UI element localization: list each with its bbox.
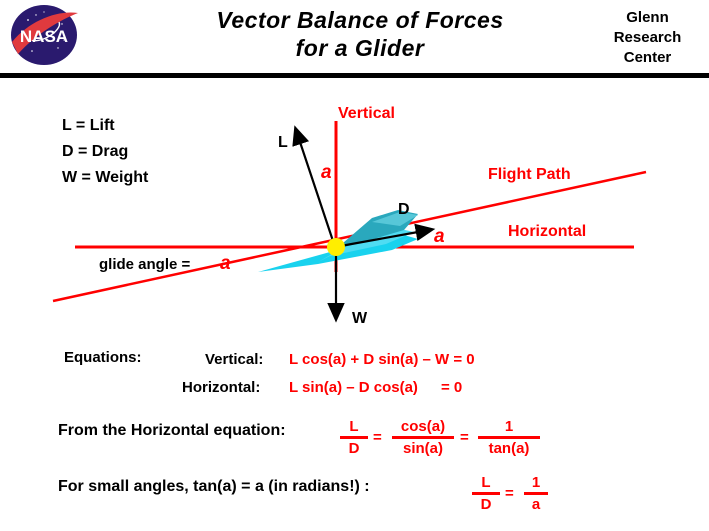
small-angle-text: For small angles, tan(a) = a (in radians… bbox=[58, 478, 370, 495]
legend-item-drag: D = Drag bbox=[62, 143, 129, 160]
fraction-bar bbox=[392, 436, 454, 439]
fraction-denominator: tan(a) bbox=[488, 440, 530, 457]
fraction-numerator: cos(a) bbox=[400, 418, 446, 435]
fraction-bar bbox=[478, 436, 540, 439]
force-legend: L = Lift D = Drag W = Weight bbox=[62, 113, 148, 191]
header-divider bbox=[0, 73, 709, 78]
fraction-one-over-tan: 1 tan(a) bbox=[478, 418, 540, 457]
fraction-bar bbox=[340, 436, 368, 439]
lift-vector-label: L bbox=[278, 134, 288, 151]
horizontal-equation-zero: = 0 bbox=[441, 379, 463, 396]
angle-label-lift: a bbox=[321, 162, 332, 183]
equals-sign-2: = bbox=[460, 429, 469, 446]
fraction-denominator: D bbox=[348, 440, 360, 457]
fraction-cos-over-sin: cos(a) sin(a) bbox=[392, 418, 454, 457]
legend-item-weight: W = Weight bbox=[62, 169, 149, 186]
glide-angle-text: glide angle = bbox=[99, 256, 191, 273]
vertical-equation-body: L cos(a) + D sin(a) – W = 0 bbox=[289, 351, 475, 368]
fraction-l-over-d-2: L D bbox=[472, 474, 500, 513]
fraction-bar bbox=[524, 492, 548, 495]
weight-vector-label: W bbox=[352, 310, 368, 327]
flight-path-line bbox=[52, 170, 647, 303]
vertical-axis-label: Vertical bbox=[338, 105, 395, 122]
equals-sign-1: = bbox=[373, 429, 382, 446]
research-center-name: Glenn Research Center bbox=[590, 8, 705, 68]
from-horizontal-text: From the Horizontal equation: bbox=[58, 422, 286, 439]
fraction-numerator: 1 bbox=[531, 474, 541, 491]
equals-sign-3: = bbox=[505, 485, 514, 502]
center-line-1: Glenn bbox=[626, 9, 669, 26]
center-of-gravity-dot bbox=[327, 238, 345, 256]
title-line-2: for a Glider bbox=[295, 35, 425, 61]
horizontal-axis-label: Horizontal bbox=[508, 223, 587, 240]
fraction-denominator: sin(a) bbox=[402, 440, 443, 457]
angle-label-glide: a bbox=[220, 253, 231, 274]
drag-vector-label: D bbox=[398, 201, 410, 218]
fraction-numerator: L bbox=[481, 474, 491, 491]
vertical-equation-label: Vertical: bbox=[205, 351, 264, 368]
nasa-logo-text: NASA bbox=[20, 27, 68, 46]
drag-vector-arrow bbox=[334, 223, 436, 249]
fraction-denominator: D bbox=[480, 496, 492, 513]
page-title: Vector Balance of Forces for a Glider bbox=[150, 6, 570, 62]
legend-item-lift: L = Lift bbox=[62, 117, 115, 134]
title-line-1: Vector Balance of Forces bbox=[216, 7, 504, 33]
angle-label-drag: a bbox=[434, 226, 445, 247]
center-line-2: Research bbox=[613, 29, 682, 46]
lift-vector-arrow bbox=[292, 125, 337, 248]
center-line-3: Center bbox=[623, 49, 672, 66]
fraction-numerator: L bbox=[349, 418, 359, 435]
fraction-one-over-a: 1 a bbox=[524, 474, 548, 513]
horizontal-equation-body: L sin(a) – D cos(a) bbox=[289, 379, 418, 396]
fraction-l-over-d-1: L D bbox=[340, 418, 368, 457]
fraction-numerator: 1 bbox=[504, 418, 514, 435]
horizontal-equation-label: Horizontal: bbox=[182, 379, 261, 396]
fraction-denominator: a bbox=[531, 496, 541, 513]
flight-path-label: Flight Path bbox=[488, 166, 571, 183]
glider-tail bbox=[372, 212, 418, 226]
nasa-logo: NASA bbox=[8, 4, 80, 66]
equations-heading: Equations: bbox=[64, 349, 142, 366]
fraction-bar bbox=[472, 492, 500, 495]
